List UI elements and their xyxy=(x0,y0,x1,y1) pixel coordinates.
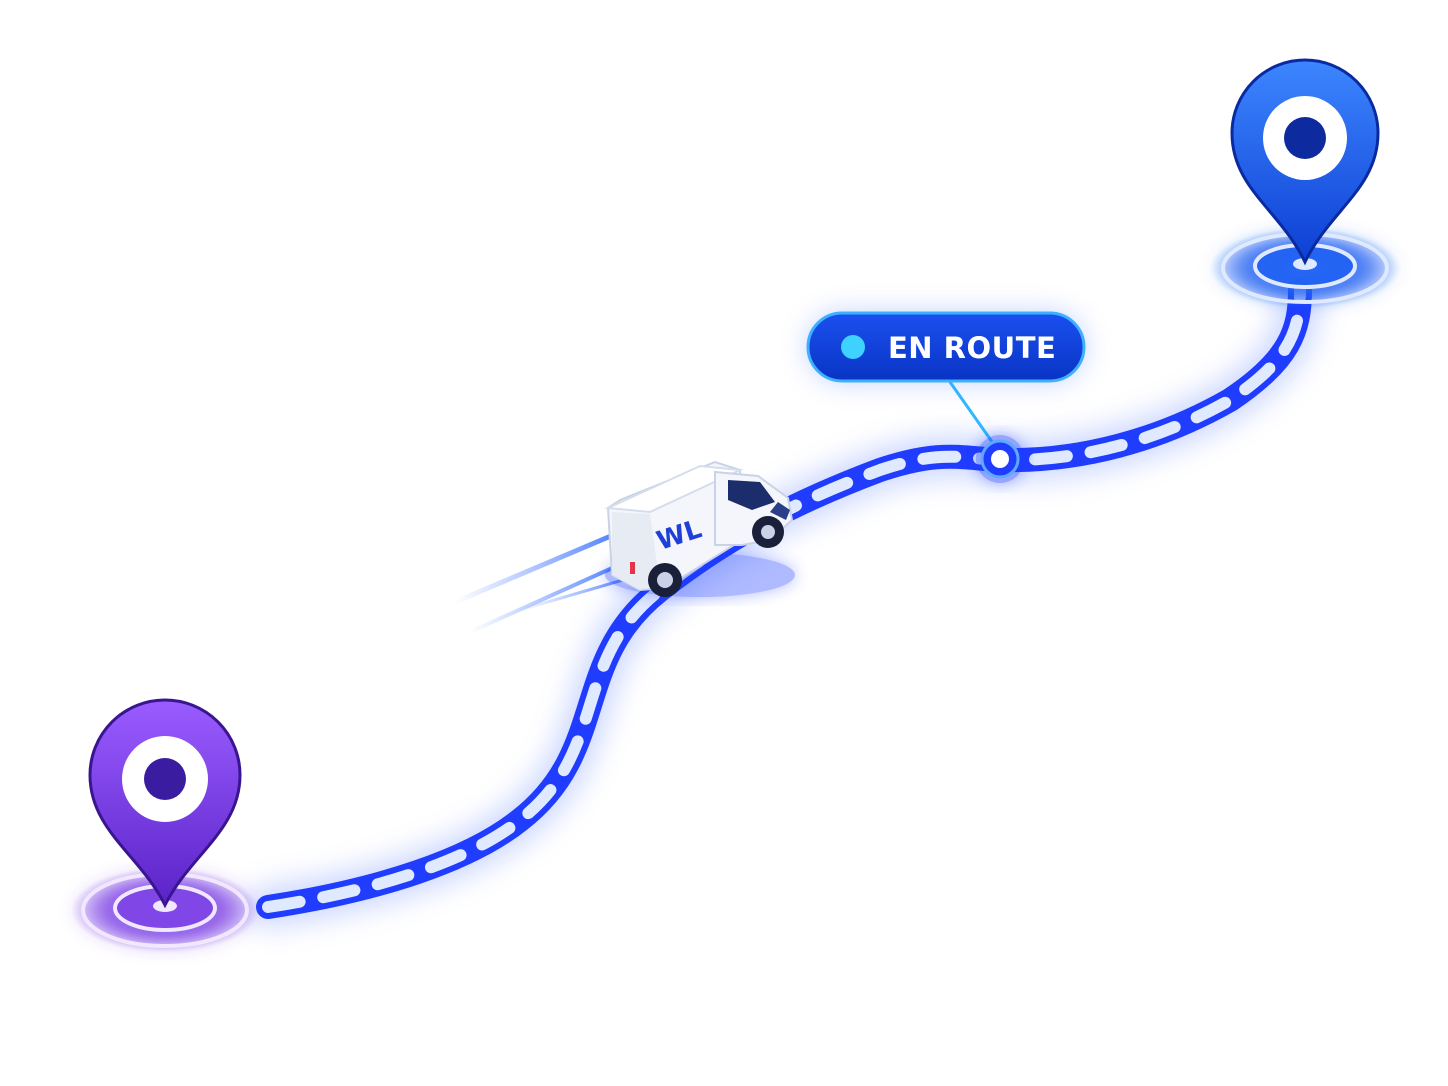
route-path xyxy=(248,270,1320,927)
status-callout xyxy=(948,381,1024,483)
map-pin-icon xyxy=(1230,58,1380,266)
delivery-van-icon: WL xyxy=(604,460,795,597)
status-label: EN ROUTE xyxy=(888,331,1056,365)
map-pin-icon xyxy=(88,698,242,909)
waypoint-dot-icon xyxy=(976,435,1024,483)
status-indicator-dot xyxy=(841,335,865,359)
destination-marker[interactable] xyxy=(1210,58,1400,308)
origin-marker[interactable] xyxy=(70,698,260,952)
status-badge: EN ROUTE xyxy=(806,311,1086,383)
